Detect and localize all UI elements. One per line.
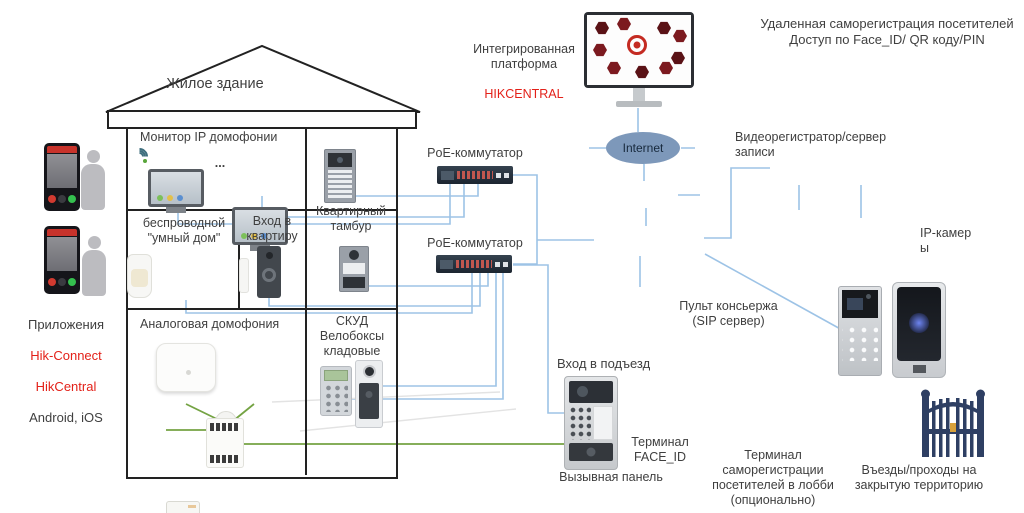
phone-call-buttons (47, 278, 77, 286)
label-tambour: Квартирный тамбур (316, 204, 386, 233)
label-platform: Интегрированная платформа HIKCENTRAL (468, 27, 580, 102)
phone-call-buttons (47, 195, 77, 203)
phone-call-header (47, 146, 77, 153)
acs-keypad (320, 366, 352, 416)
label-visitors-heading: Удаленная саморегистрация посетителей До… (760, 16, 1014, 47)
lobby-door-station-keypad (838, 286, 882, 376)
label-poe-2: PoE-коммутатор (427, 236, 523, 250)
mute-icon (58, 278, 66, 286)
label-poe-1: PoE-коммутатор (427, 146, 523, 160)
label-smart-home: беспроводной "умный дом" (142, 216, 226, 245)
mute-icon (58, 195, 66, 203)
internet-cloud: Internet (606, 132, 680, 164)
decline-icon (48, 278, 56, 286)
label-monitors-ellipsis: ... (214, 156, 226, 170)
resident-silhouette-2 (79, 236, 109, 298)
wifi-icon (127, 144, 152, 169)
platform-name: HIKCENTRAL (484, 87, 564, 101)
building-title: Жилое здание (166, 76, 264, 92)
audio-distributor (206, 418, 244, 468)
label-call-panel: Вызывная панель (559, 470, 663, 484)
answer-icon (68, 195, 76, 203)
platform-lines: Интегрированная платформа (473, 42, 575, 71)
pir-sensor (127, 254, 152, 298)
ip-intercom-monitor-2 (232, 207, 288, 245)
label-ip-monitor: Монитор IP домофонии (140, 130, 278, 144)
label-faceid-terminal: Терминал FACE_ID (631, 435, 689, 464)
tambour-door-station (339, 246, 369, 292)
label-acs: СКУД Велобоксы кладовые (319, 314, 385, 358)
apartment-doorbell (257, 246, 281, 298)
label-concierge: Пульт консьержа (SIP сервер) (679, 299, 778, 328)
label-gates: Въезды/проходы на закрытую территорию (854, 463, 984, 492)
label-apps: Приложения Hik-Connect HikCentral Androi… (10, 301, 122, 426)
label-analog-intercom: Аналоговая домофония (140, 317, 280, 331)
internet-label: Internet (622, 141, 664, 155)
label-lobby-terminal: Терминал саморегистрации посетителей в л… (712, 448, 834, 507)
lobby-door-station-screen (892, 282, 946, 378)
building-outline (126, 127, 398, 479)
answer-icon (68, 278, 76, 286)
entrance-call-panel (564, 376, 618, 470)
analog-faint-lines (271, 391, 517, 432)
poe-switch-2 (436, 255, 512, 273)
ethernet-lines (177, 108, 862, 414)
wall-vertical-main (305, 129, 307, 475)
phone-video-preview (47, 237, 77, 271)
analog-handset-1 (166, 501, 200, 513)
door-contact-sensor (239, 258, 249, 293)
gate-icon (920, 387, 986, 464)
smartphone-app-2 (44, 226, 80, 294)
label-nvr: Видеорегистратор/сервер записи (735, 130, 887, 159)
apps-platforms: Android, iOS (29, 410, 103, 426)
apps-hik-connect: Hik-Connect (30, 347, 102, 363)
multi-button-door-station (324, 149, 356, 203)
label-ip-cameras: IP-камер ы (920, 226, 972, 255)
ip-intercom-monitor-1 (148, 169, 204, 207)
phone-call-header (47, 229, 77, 236)
hik-logo-icon (627, 35, 647, 55)
label-entrance-title: Вход в подъезд (557, 356, 651, 371)
hikcentral-screen-pattern (587, 15, 691, 85)
decline-icon (48, 195, 56, 203)
resident-silhouette-1 (78, 150, 108, 212)
smartphone-app-1 (44, 143, 80, 211)
poe-switch-1 (437, 166, 513, 184)
smart-home-hub (156, 343, 216, 392)
hikcentral-monitor (584, 12, 694, 108)
apps-title: Приложения (27, 316, 105, 332)
apps-hikcentral: HikCentral (35, 378, 97, 394)
floor-divider-2 (126, 308, 396, 310)
phone-video-preview (47, 154, 77, 188)
acs-reader (355, 360, 383, 428)
label-apartment-entry: Вход в квартиру (246, 214, 298, 243)
